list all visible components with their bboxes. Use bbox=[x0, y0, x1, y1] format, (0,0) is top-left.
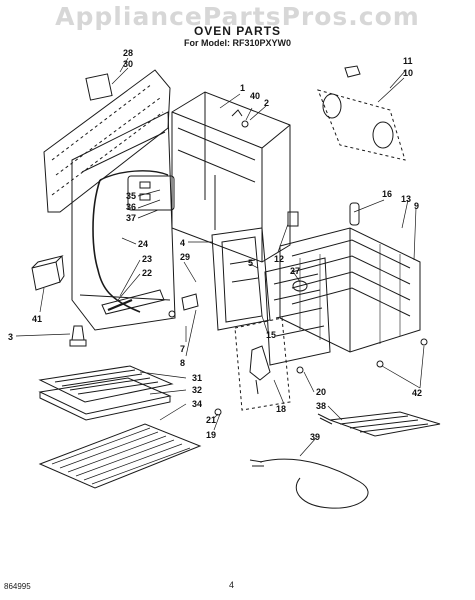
callout-41: 41 bbox=[32, 314, 42, 324]
callout-16: 16 bbox=[382, 189, 392, 199]
callout-40: 40 bbox=[250, 91, 260, 101]
callout-34: 34 bbox=[192, 399, 202, 409]
broiler-pan bbox=[38, 377, 172, 421]
callout-32: 32 bbox=[192, 385, 202, 395]
front-frame bbox=[211, 227, 271, 331]
door-latch-outline bbox=[234, 317, 291, 411]
callout-18: 18 bbox=[276, 404, 286, 414]
callout-5: 5 bbox=[248, 258, 253, 268]
callout-29: 29 bbox=[180, 252, 190, 262]
callout-27: 27 bbox=[290, 266, 300, 276]
broil-element bbox=[259, 458, 369, 509]
callout-15: 15 bbox=[266, 330, 276, 340]
callout-1: 1 bbox=[240, 83, 245, 93]
screw bbox=[241, 120, 249, 128]
leveling-leg bbox=[69, 325, 87, 347]
callout-22: 22 bbox=[142, 268, 152, 278]
light-socket-housing bbox=[317, 89, 406, 161]
screw bbox=[376, 360, 384, 368]
callout-2: 2 bbox=[264, 98, 269, 108]
bake-element bbox=[329, 411, 441, 437]
callout-8: 8 bbox=[180, 358, 185, 368]
oven-door bbox=[264, 257, 331, 366]
callout-12: 12 bbox=[274, 254, 284, 264]
callout-38: 38 bbox=[316, 401, 326, 411]
harness-connector bbox=[101, 289, 165, 315]
callout-21: 21 bbox=[206, 415, 216, 425]
back-panel bbox=[43, 69, 171, 213]
oven-sensor bbox=[349, 202, 360, 226]
callout-10: 10 bbox=[403, 68, 413, 78]
watermark-text: AppliancePartsPros.com bbox=[55, 2, 420, 31]
diagram-title: OVEN PARTS bbox=[193, 24, 282, 38]
callout-4: 4 bbox=[180, 238, 185, 248]
callout-39: 39 bbox=[310, 432, 320, 442]
broiler-pan-insert bbox=[38, 365, 174, 403]
callout-24: 24 bbox=[138, 239, 148, 249]
oven-control-bracket bbox=[127, 175, 175, 211]
screw bbox=[168, 310, 176, 318]
hinge bbox=[181, 293, 199, 311]
footer-code: 864995 bbox=[4, 582, 31, 591]
callout-23: 23 bbox=[142, 254, 152, 264]
page-number: 4 bbox=[229, 580, 235, 590]
side-panel bbox=[71, 111, 176, 331]
callout-31: 31 bbox=[192, 373, 202, 383]
door-handle bbox=[292, 280, 308, 292]
screw bbox=[420, 338, 428, 346]
door-latch bbox=[249, 345, 271, 395]
bracket bbox=[287, 211, 299, 227]
light-lens bbox=[372, 121, 394, 149]
callout-20: 20 bbox=[316, 387, 326, 397]
callout-35: 35 bbox=[126, 191, 136, 201]
callout-37: 37 bbox=[126, 213, 136, 223]
oven-rack bbox=[38, 423, 202, 489]
callout-3: 3 bbox=[8, 332, 13, 342]
callout-28: 28 bbox=[123, 48, 133, 58]
callout-13: 13 bbox=[401, 194, 411, 204]
light-bulb bbox=[344, 65, 361, 78]
callout-36: 36 bbox=[126, 202, 136, 212]
screw bbox=[214, 408, 222, 416]
light-socket bbox=[322, 93, 342, 119]
oven-cavity-frame bbox=[171, 91, 291, 263]
callout-42: 42 bbox=[412, 388, 422, 398]
callout-19: 19 bbox=[206, 430, 216, 440]
callout-7: 7 bbox=[180, 344, 185, 354]
model-label: For Model: RF310PXYW0 bbox=[183, 38, 291, 48]
callout-30: 30 bbox=[123, 59, 133, 69]
callout-11: 11 bbox=[403, 56, 413, 66]
terminal-block bbox=[31, 255, 65, 291]
screw bbox=[296, 366, 304, 374]
callout-9: 9 bbox=[414, 201, 419, 211]
clip bbox=[231, 109, 243, 117]
back-panel-label-plate bbox=[85, 73, 113, 101]
